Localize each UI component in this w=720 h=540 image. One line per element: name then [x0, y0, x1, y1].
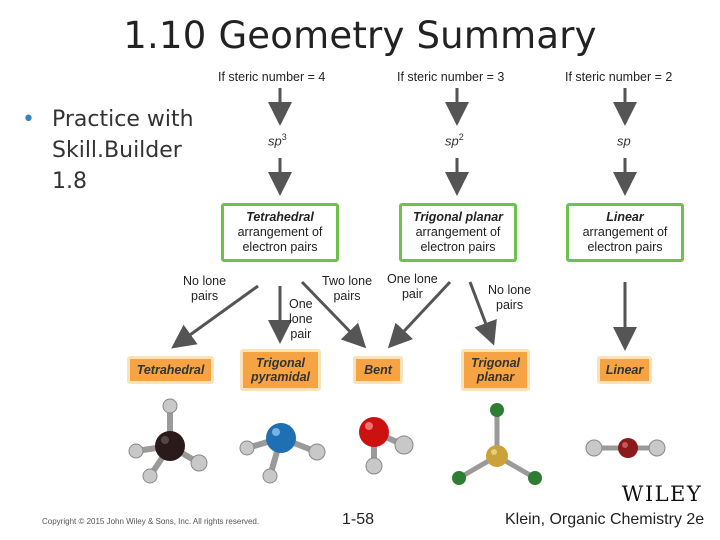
arrow-to-bent-from-trig — [387, 280, 452, 349]
wiley-logo-text: WILEY — [622, 482, 703, 506]
arrangement-linear: Linear arrangement of electron pairs — [566, 203, 684, 262]
header-steric-2: If steric number = 2 — [565, 70, 673, 84]
copyright-text: Copyright © 2015 John Wiley & Sons, Inc.… — [42, 517, 260, 526]
header-steric-3: If steric number = 3 — [397, 70, 505, 84]
water-model — [359, 417, 414, 475]
book-citation: Klein, Organic Chemistry 2e — [505, 511, 705, 528]
hybridization-sp2: sp2 — [445, 132, 464, 149]
arrow-to-trigonal-planar — [468, 281, 497, 346]
arrangement-tetrahedral: Tetrahedral arrangement of electron pair… — [221, 203, 339, 262]
ammonia-model — [239, 423, 326, 484]
bf3-model — [452, 403, 542, 485]
slide-title: 1.10 Geometry Summary — [123, 14, 597, 57]
beh2-model — [585, 438, 666, 458]
geometry-linear: Linear — [597, 356, 652, 384]
geometry-bent: Bent — [353, 356, 403, 384]
hybridization-sp3: sp3 — [268, 132, 287, 149]
slide-number: 1-58 — [342, 511, 375, 528]
header-steric-4: If steric number = 4 — [218, 70, 326, 84]
arrow-to-bent-from-tetra — [300, 280, 367, 349]
bullet-text: Practice with Skill.Builder 1.8 — [52, 107, 194, 194]
geometry-tetrahedral: Tetrahedral — [127, 356, 214, 384]
hybridization-sp: sp — [617, 133, 631, 149]
wiley-logo: WILEY — [622, 482, 703, 506]
bullet-dot-icon: • — [22, 107, 35, 132]
arrow-to-tetrahedral — [171, 284, 259, 349]
methane-model — [128, 398, 208, 484]
arrangement-trigonal-planar: Trigonal planar arrangement of electron … — [399, 203, 517, 262]
